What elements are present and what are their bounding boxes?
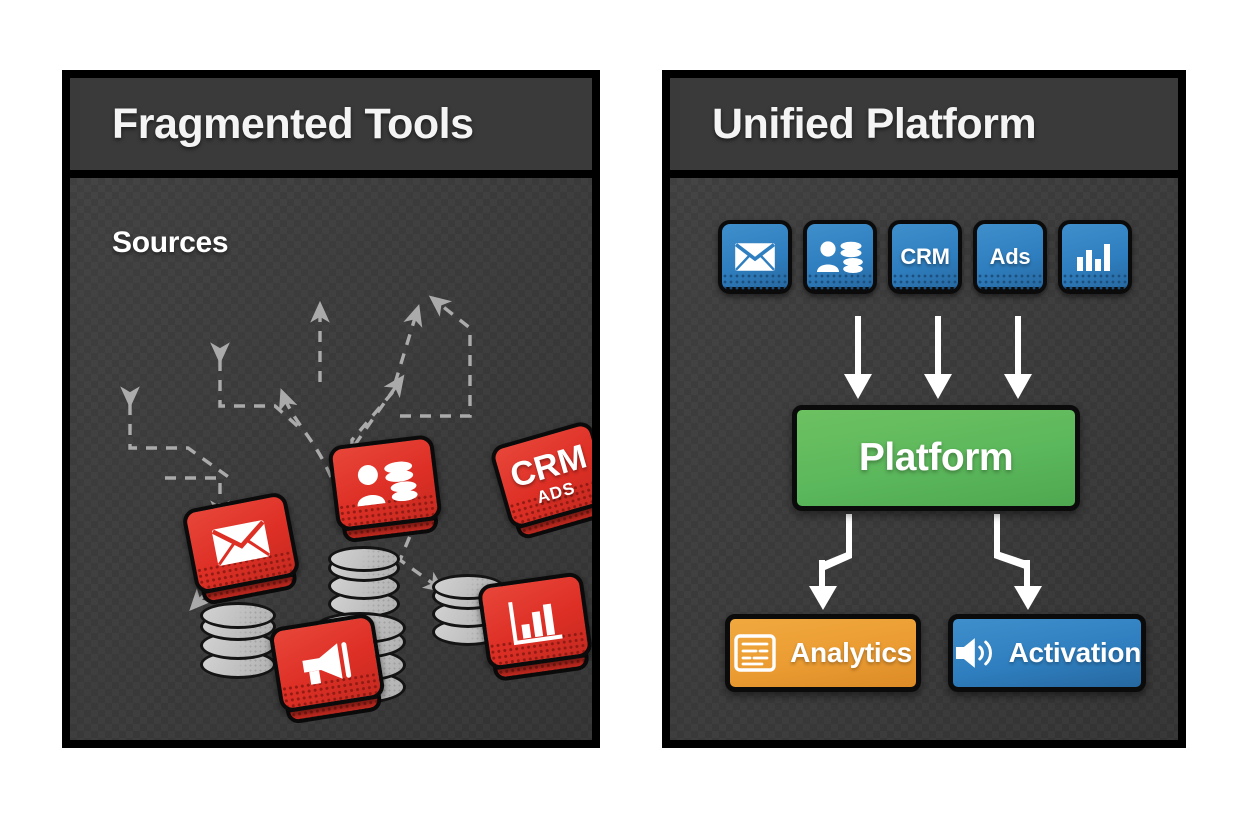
bar-chart-icon bbox=[1077, 244, 1110, 271]
analytics-button[interactable]: Analytics bbox=[725, 614, 921, 692]
tile-chart[interactable] bbox=[1058, 220, 1132, 294]
bar-chart-icon bbox=[508, 601, 563, 646]
db-disc-top bbox=[328, 546, 400, 572]
sources-label: Sources bbox=[112, 226, 229, 259]
card-face bbox=[476, 571, 592, 671]
arrow-elbow-analytics bbox=[809, 514, 852, 610]
card-face bbox=[327, 433, 443, 533]
database-top-center bbox=[328, 546, 400, 624]
card-face bbox=[180, 490, 302, 596]
audience-card[interactable] bbox=[327, 433, 443, 544]
tile-crm[interactable]: CRM bbox=[888, 220, 962, 294]
fragmented-tools-body: Sources bbox=[70, 178, 592, 740]
tile-email[interactable] bbox=[718, 220, 792, 294]
report-card-icon bbox=[734, 634, 776, 672]
tile-shelf bbox=[726, 287, 784, 290]
arrow-down-3 bbox=[1004, 316, 1032, 399]
envelope-icon bbox=[211, 520, 271, 566]
page-title-right: Unified Platform bbox=[712, 99, 1037, 148]
megaphone-card[interactable] bbox=[267, 612, 387, 725]
arrow-down-1 bbox=[844, 316, 872, 399]
fragmented-tools-panel: Fragmented Tools Sources bbox=[62, 70, 600, 748]
db-disc-top bbox=[200, 602, 276, 629]
platform-box[interactable]: Platform bbox=[792, 405, 1080, 511]
envelope-icon bbox=[734, 243, 776, 271]
unified-platform-panel: Unified Platform bbox=[662, 70, 1186, 748]
arrow-elbow-activation bbox=[994, 514, 1042, 610]
page-title-left: Fragmented Tools bbox=[112, 99, 474, 148]
email-card[interactable] bbox=[180, 490, 302, 607]
chart-card[interactable] bbox=[476, 571, 592, 683]
tile-crm-label: CRM bbox=[900, 244, 950, 269]
speaker-icon bbox=[955, 638, 992, 668]
activation-button[interactable]: Activation bbox=[948, 614, 1146, 692]
tile-shelf bbox=[811, 287, 869, 290]
tile-ads-label: Ads bbox=[989, 244, 1031, 269]
database-left bbox=[200, 602, 276, 684]
tile-ads[interactable]: Ads bbox=[973, 220, 1047, 294]
tile-shelf bbox=[896, 287, 954, 290]
analytics-label: Analytics bbox=[790, 637, 912, 668]
tile-shelf bbox=[981, 287, 1039, 290]
unified-platform-body: CRM Ads bbox=[670, 178, 1178, 740]
tile-audience[interactable] bbox=[803, 220, 877, 294]
person-coins-icon bbox=[357, 461, 418, 507]
platform-label: Platform bbox=[858, 436, 1014, 479]
platform-flow-arrows bbox=[809, 316, 1042, 610]
source-tile-row: CRM Ads bbox=[718, 220, 1132, 294]
tile-shelf bbox=[1066, 287, 1124, 290]
fragmented-tools-header: Fragmented Tools bbox=[70, 78, 592, 170]
card-text: CRM ADS bbox=[506, 437, 592, 511]
card-face bbox=[267, 612, 387, 714]
activation-label: Activation bbox=[1008, 637, 1142, 668]
unified-platform-header: Unified Platform bbox=[670, 78, 1178, 170]
arrow-down-2 bbox=[924, 316, 952, 399]
megaphone-icon bbox=[302, 642, 352, 685]
person-coins-icon bbox=[817, 241, 863, 273]
